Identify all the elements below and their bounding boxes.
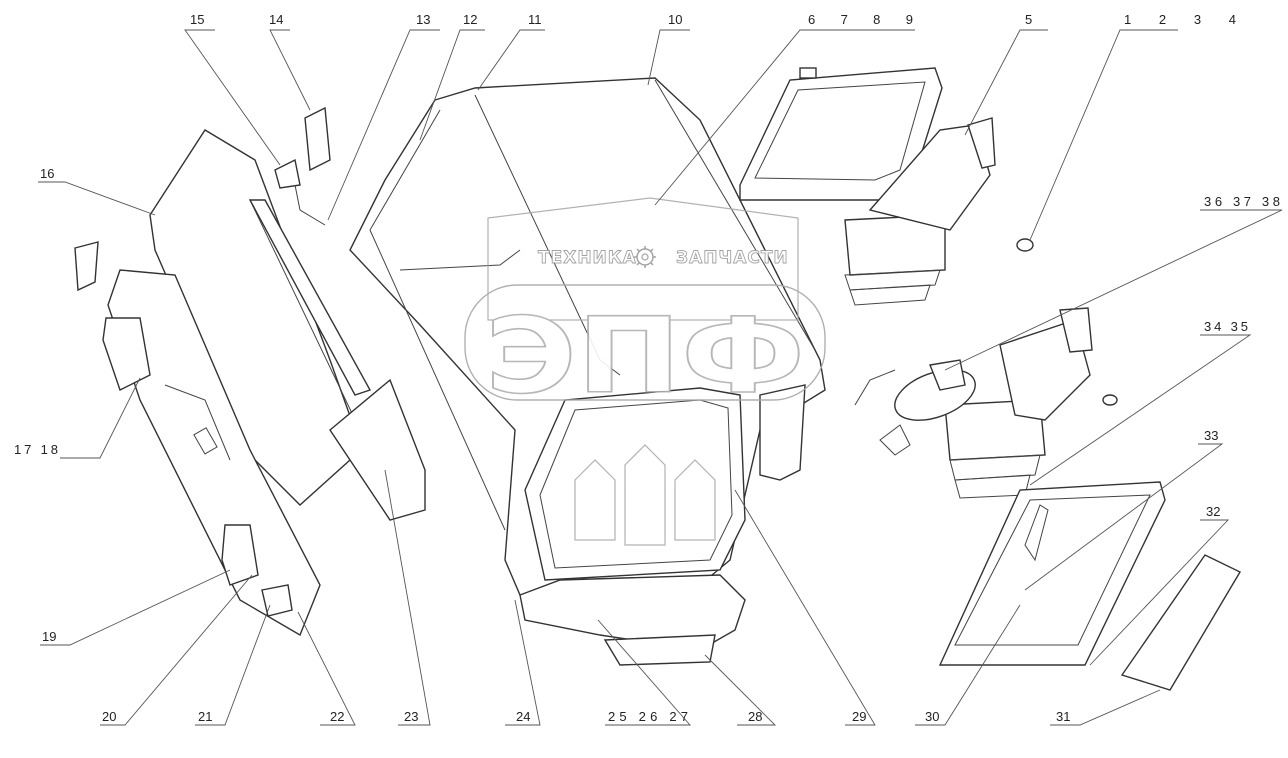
seat-34-35 [944, 307, 1093, 499]
label-33: 33 [1204, 428, 1218, 443]
label-30: 30 [925, 709, 939, 724]
watermark-brand-left: ТЕХНИКА [538, 248, 637, 268]
handle-17-18 [74, 241, 151, 391]
label-21: 21 [198, 709, 212, 724]
leader-lines [38, 29, 1283, 726]
seat-5 [844, 117, 996, 306]
label-10: 10 [668, 12, 682, 27]
door-frame [739, 67, 943, 201]
label-17-18: 17 18 [14, 442, 58, 457]
label-32: 32 [1206, 504, 1220, 519]
knobs-1-4 [1016, 238, 1118, 406]
label-36-38: 36 37 38 [1204, 194, 1280, 209]
label-19: 19 [42, 629, 56, 644]
label-20: 20 [102, 709, 116, 724]
label-5: 5 [1025, 12, 1032, 27]
label-15: 15 [190, 12, 204, 27]
label-1-4: 1 2 3 4 [1124, 12, 1236, 27]
step-25-28 [519, 574, 746, 666]
label-29: 29 [852, 709, 866, 724]
label-6-9: 6 7 8 9 [808, 12, 913, 27]
mirror-14-15 [274, 106, 331, 226]
label-11: 11 [528, 12, 542, 27]
label-12: 12 [463, 12, 477, 27]
side-panel-22 [107, 269, 321, 637]
label-23: 23 [404, 709, 418, 724]
watermark: ТЕХНИКА ЗАПЧАСТИ ЭПФ [464, 197, 826, 546]
label-24: 24 [516, 709, 530, 724]
label-25-27: 25 26 27 [608, 709, 688, 724]
trim-19-21 [221, 524, 293, 617]
gear-icon [634, 246, 656, 268]
label-16: 16 [40, 166, 54, 181]
trim-strip-23 [248, 199, 426, 521]
label-34-35: 34 35 [1204, 319, 1248, 334]
label-31: 31 [1056, 709, 1070, 724]
label-22: 22 [330, 709, 344, 724]
label-13: 13 [416, 12, 430, 27]
steering-console-36-38 [854, 359, 976, 456]
label-14: 14 [269, 12, 283, 27]
watermark-logo: ЭПФ [485, 295, 805, 417]
door-trim-31 [1120, 554, 1241, 691]
label-28: 28 [748, 709, 762, 724]
door-panel-33 [938, 481, 1166, 666]
watermark-brand-right: ЗАПЧАСТИ [676, 248, 789, 268]
